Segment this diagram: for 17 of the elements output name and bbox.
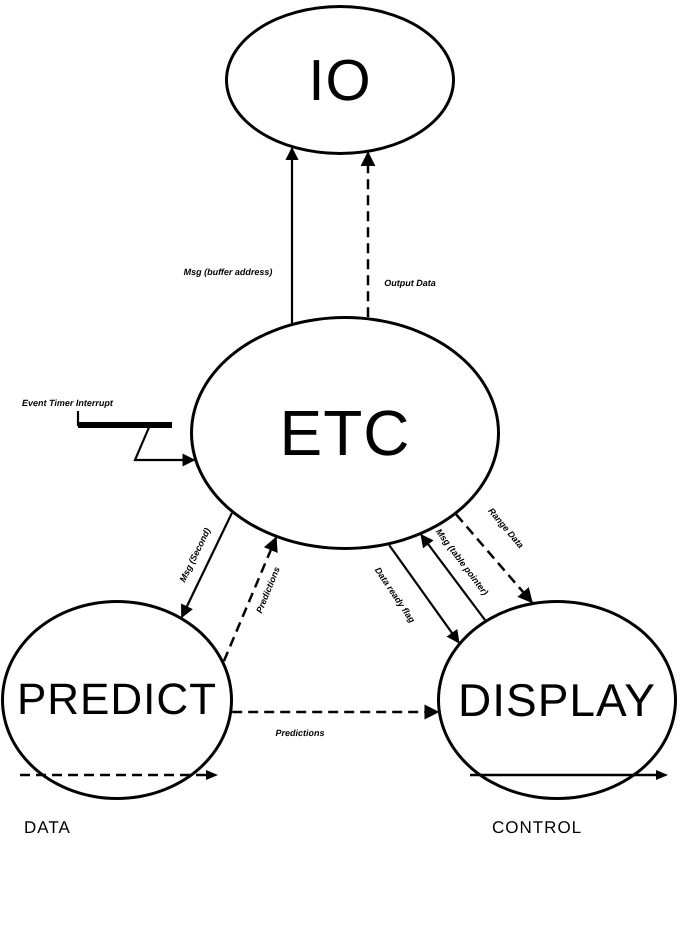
dashed-arrow [222,536,278,662]
process-name: IO [308,46,372,114]
signal-label: Event Timer Interrupt [22,398,113,408]
legend-text: DATA [24,818,71,838]
edge-label: Output Data [382,278,438,288]
edge-label: Msg (buffer address) [182,267,274,277]
edge-label: Predictions [274,728,326,738]
arrow [180,512,233,618]
arrow [420,534,486,621]
dashed-arrow [455,514,533,604]
process-name: DISPLAY [458,673,656,727]
process-name: PREDICT [16,675,218,725]
process-name: ETC [280,396,410,470]
dashed-arrow [232,704,440,720]
arrow [285,146,299,324]
legend-text: CONTROL [492,818,582,838]
arrow [388,544,460,644]
